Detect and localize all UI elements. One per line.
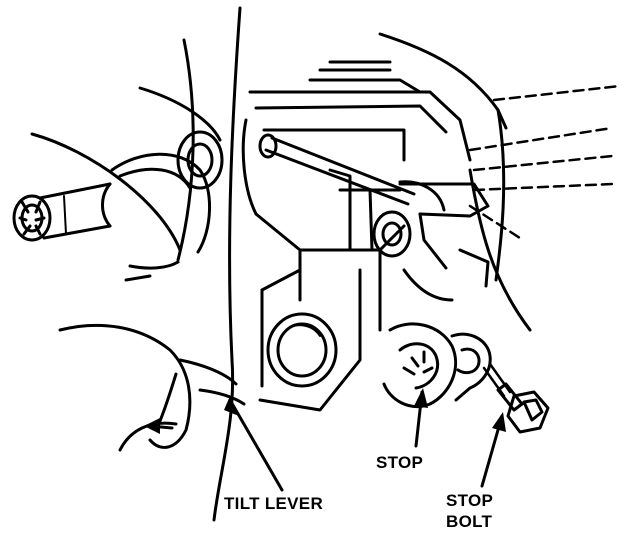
stop-bolt-label-line2: BOLT <box>446 512 493 531</box>
arrowhead-tilt-lever <box>224 396 239 416</box>
stop-bolt-part <box>482 362 550 434</box>
arrowhead-left <box>144 418 160 434</box>
tilt-bushing <box>266 312 338 388</box>
clamp-assembly <box>372 182 490 302</box>
arrowhead-stop <box>414 388 428 408</box>
splined-shaft <box>12 182 112 242</box>
shroud-edge-curve <box>212 6 242 522</box>
dash-edge <box>496 108 508 130</box>
shaft-end <box>12 194 52 242</box>
stop-bolt-label-line1: STOP <box>446 491 494 510</box>
housing-bottom <box>118 421 178 452</box>
top-left-curve <box>138 86 222 142</box>
stop-label: STOP <box>376 453 424 472</box>
shroud-inner-curve <box>176 38 195 262</box>
stop-plate <box>382 322 492 408</box>
hidden-lines <box>468 84 622 240</box>
pivot-bolt <box>258 133 446 212</box>
tilt-lever-label: TILT LEVER <box>224 494 324 513</box>
leader-tilt-lever <box>228 398 284 492</box>
arrowhead-stop-bolt <box>492 412 506 432</box>
housing-left-curve <box>58 323 192 449</box>
stop-bolt-label: STOP BOLT <box>446 490 493 532</box>
left-arc <box>30 132 182 252</box>
universal-joint <box>110 130 224 282</box>
